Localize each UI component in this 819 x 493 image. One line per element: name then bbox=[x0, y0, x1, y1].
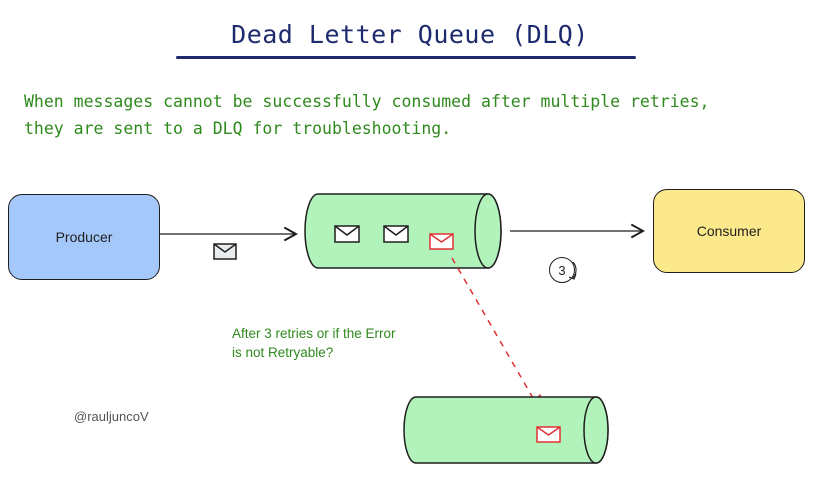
dlq-arrow bbox=[451, 257, 542, 413]
consumer-box: Consumer bbox=[653, 189, 805, 273]
retry-icon bbox=[572, 261, 577, 279]
dlq-note: After 3 retries or if the Error is not R… bbox=[232, 324, 396, 362]
envelope-icon bbox=[213, 243, 237, 260]
author-handle: @rauljuncoV bbox=[74, 409, 149, 424]
producer-box: Producer bbox=[8, 194, 160, 280]
retry-count-badge: 3 bbox=[549, 257, 575, 283]
failed-envelope-icon bbox=[536, 426, 561, 443]
failed-envelope-icon bbox=[429, 233, 454, 250]
title-underline bbox=[176, 56, 636, 59]
dlq-note-line-1: After 3 retries or if the Error bbox=[232, 326, 396, 341]
description-line-2: they are sent to a DLQ for troubleshooti… bbox=[24, 119, 452, 138]
envelope-icon bbox=[334, 225, 360, 243]
description: When messages cannot be successfully con… bbox=[24, 88, 814, 142]
consumer-label: Consumer bbox=[696, 223, 762, 239]
envelope-icon bbox=[383, 225, 409, 243]
page-title: Dead Letter Queue (DLQ) bbox=[231, 20, 589, 49]
producer-label: Producer bbox=[55, 229, 113, 245]
dead-letter-queue bbox=[403, 396, 609, 464]
description-line-1: When messages cannot be successfully con… bbox=[24, 92, 710, 111]
dlq-note-line-2: is not Retryable? bbox=[232, 345, 334, 360]
